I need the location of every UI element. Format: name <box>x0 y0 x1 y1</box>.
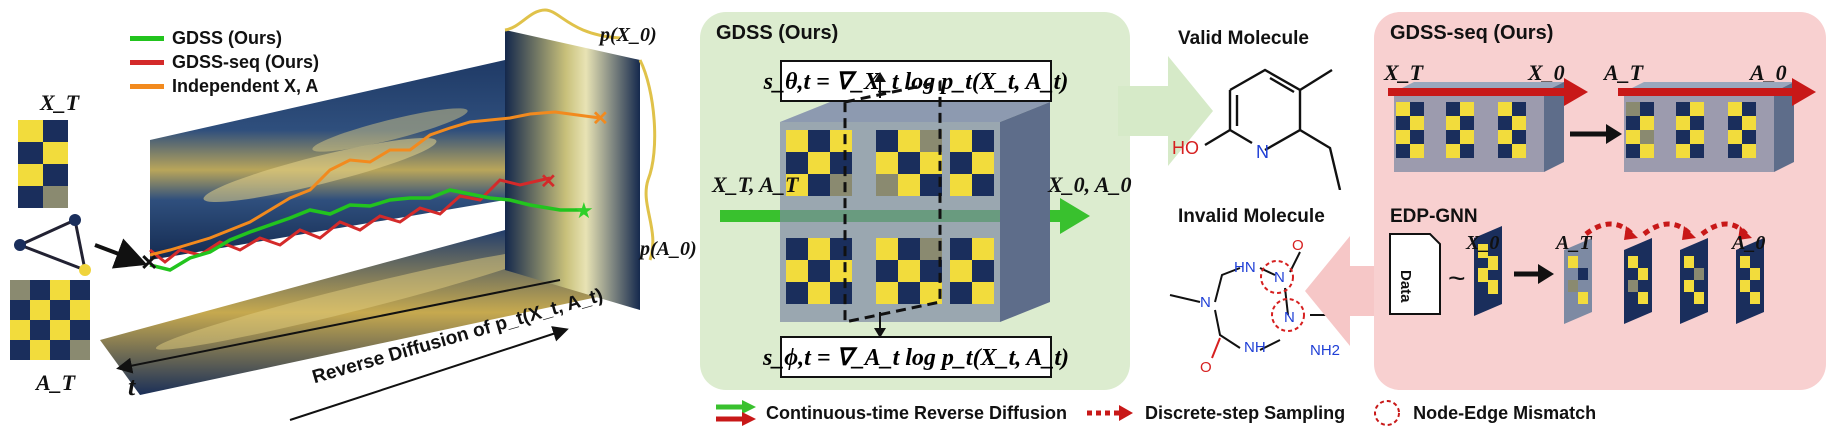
edp-gnn-title: EDP-GNN <box>1390 206 1478 227</box>
edp-x0-panel <box>1474 226 1502 316</box>
atom-label: NH <box>1244 339 1266 356</box>
star-icon: ★ <box>574 198 594 223</box>
legend-label: GDSS (Ours) <box>172 27 283 48</box>
dashed-plane <box>843 80 942 324</box>
atom-label: HO <box>1172 138 1199 158</box>
gdss-blocks-svg <box>720 72 1090 338</box>
atom-label: NH2 <box>1310 342 1340 359</box>
data-box <box>1389 233 1441 315</box>
edp-at-label: A_T <box>1556 232 1592 254</box>
top-formula-box: s_θ,t = ∇_X_t log p_t(X_t, A_t) <box>764 60 1068 102</box>
legend-mismatch-label: Node-Edge Mismatch <box>1413 402 1597 423</box>
graph-icon <box>14 214 91 276</box>
edp-a-panels <box>1564 238 1764 324</box>
diffusion-svg: ✕ ✕ ✕ ★ <box>10 8 657 421</box>
discrete-arrows <box>1584 221 1748 237</box>
atom-label: O <box>1200 359 1212 376</box>
edp-x0-label: X_0 <box>1466 232 1500 254</box>
xt-matrix <box>18 120 68 208</box>
checker-panel-right <box>950 130 994 304</box>
seq-x-start: X_T <box>1384 60 1424 85</box>
checker-panel-middle <box>876 130 942 304</box>
t-axis-label: t <box>128 372 136 401</box>
seq-x-end: X_0 <box>1528 60 1565 85</box>
px0-label: p(X_0) <box>600 24 657 46</box>
gdss-input-label: X_T, A_T <box>712 172 799 197</box>
to-molecule-arrow <box>1118 56 1213 166</box>
seq-a-end: A_0 <box>1750 60 1787 85</box>
atom-label: O <box>1292 237 1304 254</box>
side-wall <box>505 30 640 310</box>
pa0-label: p(A_0) <box>640 238 697 260</box>
legend-discrete-label: Discrete-step Sampling <box>1145 402 1346 423</box>
legend-swatch <box>130 83 164 89</box>
legend-item: GDSS-seq (Ours) <box>130 50 319 74</box>
gdss-seq-svg: ~ <box>1388 78 1816 324</box>
to-invalid-arrow <box>1305 236 1400 346</box>
time-axis <box>116 279 561 374</box>
a-seq-arrow <box>1618 88 1794 96</box>
tilde-icon: ~ <box>1448 262 1466 295</box>
gdss-seq-trajectory <box>149 176 551 264</box>
px0-curve <box>504 8 621 40</box>
data-box-label: Data <box>1397 270 1414 303</box>
gdss-title: GDSS (Ours) <box>716 22 839 44</box>
invalid-molecule-title: Invalid Molecule <box>1178 206 1325 227</box>
pa0-curve <box>638 59 657 261</box>
gdss-trajectory <box>149 188 585 272</box>
seq-a-start: A_T <box>1604 60 1644 85</box>
diffusion-axis <box>289 326 569 421</box>
legend-item: GDSS (Ours) <box>130 26 319 50</box>
gdss-output-label: X_0, A_0 <box>1048 172 1132 197</box>
at-label: A_T <box>36 370 76 395</box>
edp-a0-label: A_0 <box>1732 232 1766 254</box>
start-cross-icon: ✕ <box>140 250 158 275</box>
gdss-seq-title: GDSS-seq (Ours) <box>1390 22 1554 44</box>
at-matrix <box>10 280 90 360</box>
edp-arrow <box>1538 264 1554 284</box>
legend-swatch <box>130 35 164 41</box>
dashed-red-circle-icon <box>1374 400 1401 426</box>
diffusion-illustration: ✕ ✕ ✕ ★ <box>0 0 697 434</box>
legend-item: Independent X, A <box>130 74 319 98</box>
green-red-arrows-icon <box>716 400 756 426</box>
orange-cross-icon: ✕ <box>592 108 609 130</box>
checker-panel-left <box>786 130 852 304</box>
independent-trajectory <box>149 110 601 257</box>
atom-label: N <box>1284 309 1295 326</box>
input-arrow <box>94 238 148 269</box>
red-cross-icon: ✕ <box>540 171 557 193</box>
trajectory-legend: GDSS (Ours) GDSS-seq (Ours) Independent … <box>130 26 319 98</box>
a-blocks <box>1624 82 1794 172</box>
legend-label: Independent X, A <box>172 75 319 96</box>
legend-swatch <box>130 59 164 65</box>
valid-molecule: HO N <box>1172 68 1342 190</box>
mismatch-circle-icon <box>1271 298 1305 332</box>
atom-label: N <box>1256 142 1269 162</box>
mismatch-circle-icon <box>1260 260 1294 294</box>
valid-molecule-title: Valid Molecule <box>1178 28 1309 49</box>
gdss-seq-panel <box>1374 12 1826 390</box>
x-blocks <box>1394 82 1564 172</box>
atom-label: N <box>1200 294 1211 311</box>
bottom-legend: Continuous-time Reverse Diffusion Discre… <box>714 398 1596 428</box>
xt-label: X_T <box>40 90 80 115</box>
bottom-formula-box: s_ϕ,t = ∇_A_t log p_t(X_t, A_t) <box>763 336 1069 378</box>
x-seq-arrow <box>1388 88 1568 96</box>
dotted-red-arrow-icon <box>1087 405 1134 421</box>
legend-continuous-label: Continuous-time Reverse Diffusion <box>766 402 1068 423</box>
atom-label: N <box>1274 269 1285 286</box>
legend-label: GDSS-seq (Ours) <box>172 51 320 72</box>
atom-label: HN <box>1234 259 1256 276</box>
